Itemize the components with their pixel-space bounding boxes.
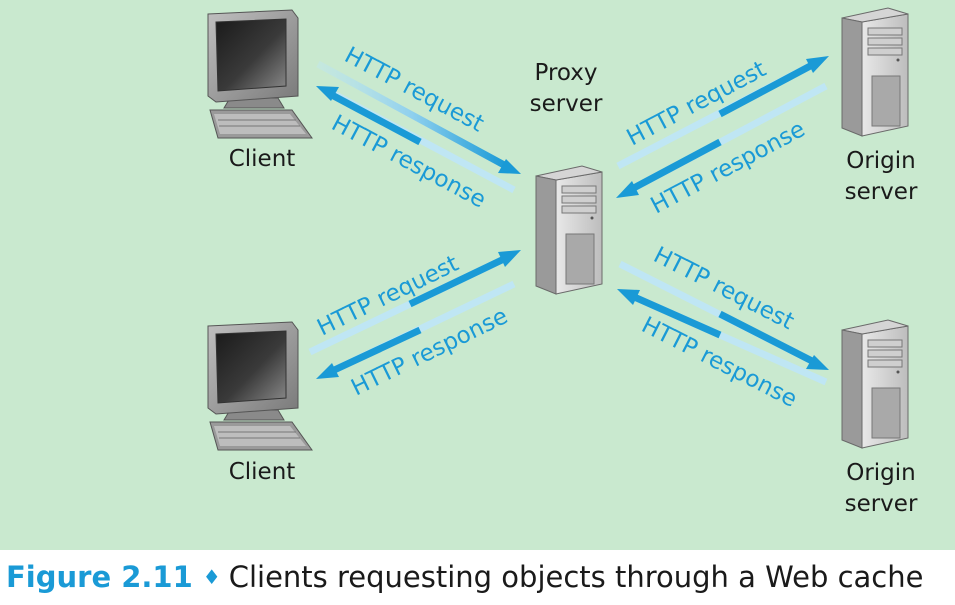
proxy-server-label-line1: Proxy [534,60,598,86]
origin-server-top-label: Origin server [826,146,936,208]
client-top-label-text: Client [228,146,296,172]
origin-server-bottom-icon [841,319,909,449]
arrow-request-client-top-to-proxy [316,60,521,174]
arrow-response-origin-top-to-proxy [616,82,828,198]
origin-server-top-label-line1: Origin [846,148,916,174]
arrow-label-request-origin-top: HTTP request [623,56,771,151]
client-bottom-label: Client [212,457,312,488]
arrow-response-origin-bottom-to-proxy [617,289,828,386]
arrow-request-client-bottom-to-proxy [308,250,521,356]
origin-server-top-icon [841,7,909,137]
client-bottom-label-text: Client [228,459,296,485]
figure-caption: Figure 2.11 ♦ Clients requesting objects t… [0,553,955,602]
origin-server-top-label-line2: server [844,179,918,205]
arrow-label-request-client-bottom: HTTP request [313,251,462,342]
figure-number: Figure 2.11 [6,560,193,594]
caption-text: Clients requesting objects through a Web… [228,560,924,594]
arrow-request-proxy-to-origin-top [616,56,829,170]
origin-server-bottom-label-line2: server [844,491,918,517]
diagram-canvas: HTTP request HTTP response HTTP request … [0,0,955,550]
client-top-label: Client [212,144,312,175]
client-bottom-computer-icon [207,321,313,451]
caption-bullet-icon: ♦ [202,565,221,589]
diagram-svg: HTTP request HTTP response HTTP request … [207,7,909,451]
proxy-server-label: Proxy server [516,58,616,120]
client-top-computer-icon [207,9,313,139]
proxy-server-icon [535,165,603,295]
origin-server-bottom-label: Origin server [826,458,936,520]
arrow-response-proxy-to-client-top [316,86,516,194]
proxy-server-label-line2: server [529,91,603,117]
arrow-response-proxy-to-client-bottom [316,280,516,379]
origin-server-bottom-label-line1: Origin [846,460,916,486]
arrow-request-proxy-to-origin-bottom [618,260,829,370]
